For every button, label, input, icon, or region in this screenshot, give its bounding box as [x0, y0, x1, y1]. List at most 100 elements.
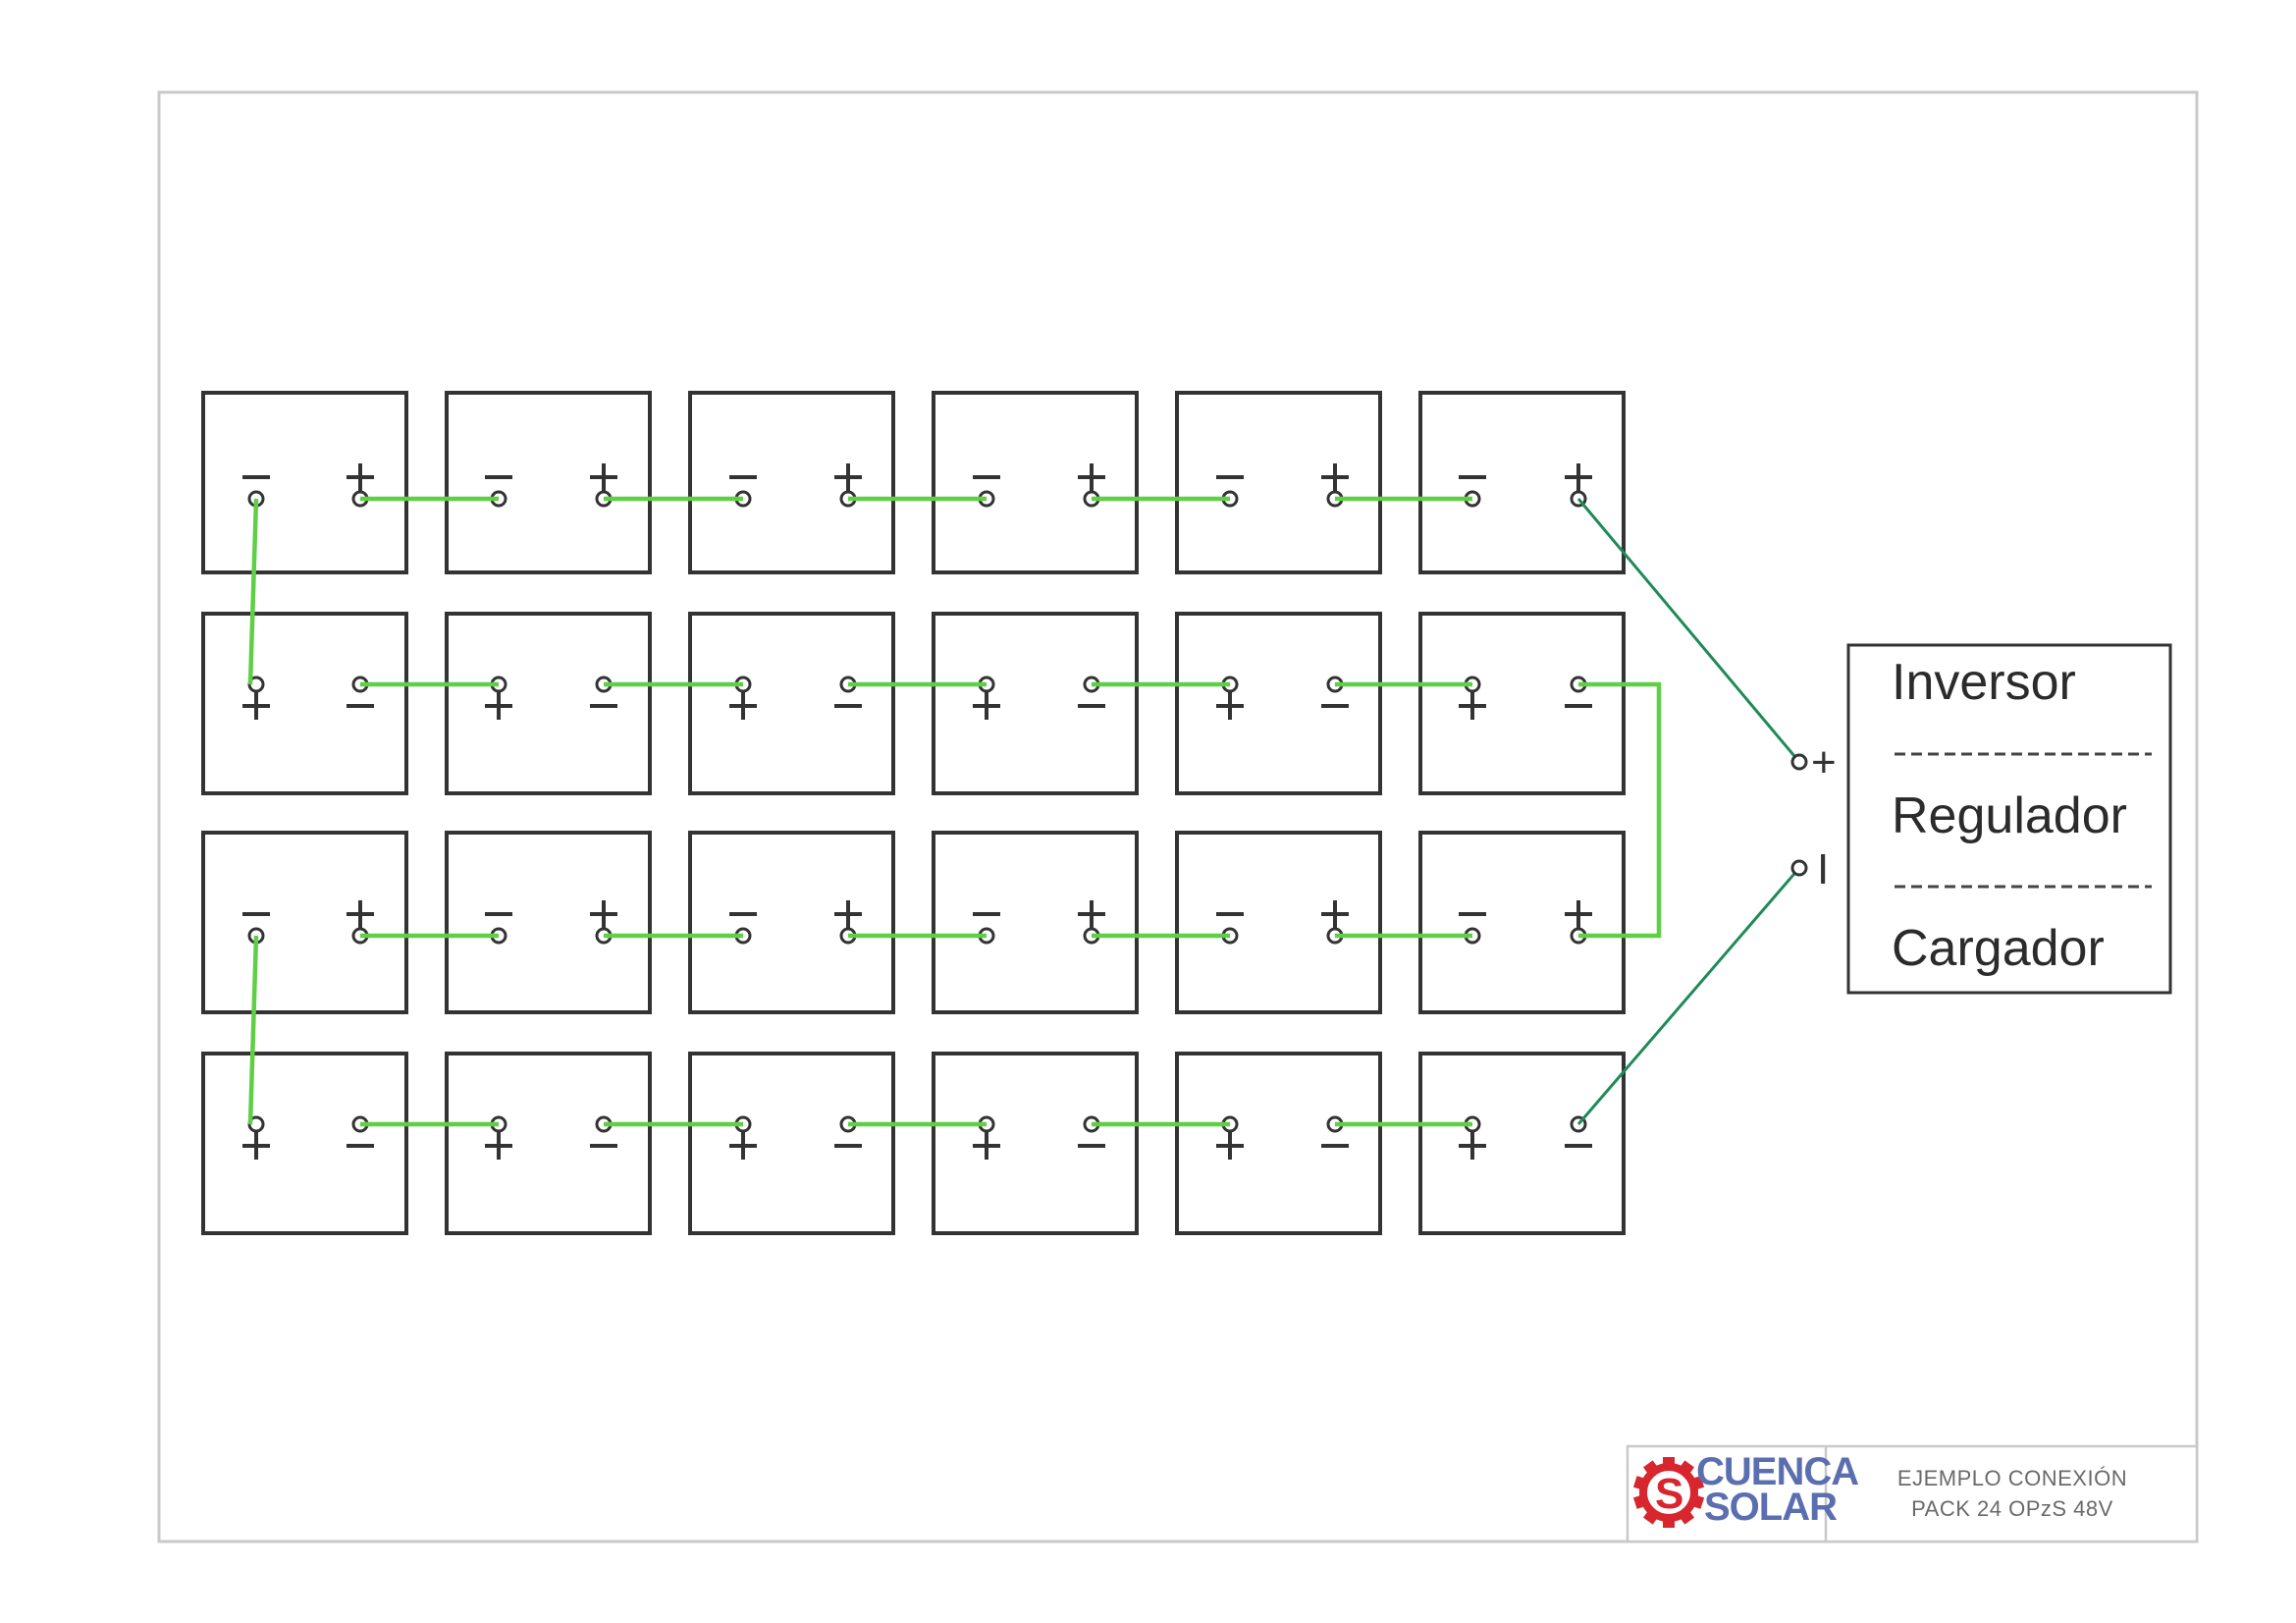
battery: [1175, 1052, 1382, 1235]
device-positive-terminal: [1790, 753, 1808, 771]
battery-outline: [688, 391, 895, 574]
battery-outline: [445, 391, 652, 574]
positive-sign: [485, 1132, 512, 1160]
battery: [932, 831, 1139, 1014]
positive-sign: [729, 692, 757, 720]
row-link: [247, 935, 259, 1125]
title-block-frame: [1626, 1444, 2199, 1543]
battery-outline: [1175, 391, 1382, 574]
positive-sign: [485, 692, 512, 720]
battery-outline: [932, 612, 1139, 795]
battery-outline: [932, 1052, 1139, 1235]
battery-outline: [1175, 831, 1382, 1014]
device-label-cargador: Cargador: [1892, 920, 2105, 977]
device-negative-terminal: [1790, 859, 1808, 877]
battery: [201, 391, 408, 574]
battery-bank: [201, 391, 1626, 1235]
positive-sign: [590, 900, 617, 928]
battery: [201, 612, 408, 795]
battery-outline: [201, 391, 408, 574]
battery: [201, 831, 408, 1014]
title-line-1: EJEMPLO CONEXIÓN: [1897, 1466, 2127, 1490]
device-label-regulador: Regulador: [1892, 787, 2127, 844]
battery: [445, 391, 652, 574]
battery-outline: [1418, 1052, 1626, 1235]
positive-terminal: [247, 1115, 265, 1133]
positive-sign: [347, 900, 374, 928]
positive-sign: [1565, 463, 1592, 491]
battery-outline: [201, 831, 408, 1014]
positive-sign: [1459, 1132, 1486, 1160]
battery-outline: [445, 1052, 652, 1235]
battery: [1175, 831, 1382, 1014]
positive-sign: [1321, 900, 1349, 928]
battery: [445, 612, 652, 795]
gear-icon: S: [1632, 1457, 1705, 1528]
positive-sign: [1216, 692, 1244, 720]
positive-sign: [1321, 463, 1349, 491]
series-wiring: [247, 496, 1801, 1127]
battery-outline: [201, 1052, 408, 1235]
positive-sign: [242, 692, 270, 720]
positive-sign: [1078, 900, 1105, 928]
positive-sign: [347, 463, 374, 491]
battery: [688, 1052, 895, 1235]
positive-sign: [973, 692, 1000, 720]
row-link: [247, 498, 259, 685]
battery: [1418, 391, 1626, 574]
logo-text-solar: SOLAR: [1704, 1486, 1838, 1529]
battery-outline: [445, 831, 652, 1014]
positive-sign: [1459, 692, 1486, 720]
positive-terminal: [247, 676, 265, 693]
positive-sign: [834, 900, 862, 928]
logo: S CUENCA SOLAR: [1632, 1450, 1859, 1529]
device-positive-sign: +: [1811, 738, 1837, 786]
battery: [445, 1052, 652, 1235]
row-link: [1578, 681, 1662, 939]
battery: [1175, 391, 1382, 574]
battery-outline: [688, 1052, 895, 1235]
battery-outline: [932, 391, 1139, 574]
battery: [201, 1052, 408, 1235]
battery: [688, 612, 895, 795]
battery: [445, 831, 652, 1014]
drawing-frame: [157, 90, 2199, 1543]
battery: [688, 831, 895, 1014]
positive-sign: [590, 463, 617, 491]
battery: [1418, 831, 1626, 1014]
battery-outline: [932, 831, 1139, 1014]
battery-outline: [1418, 391, 1626, 574]
title-block: S CUENCA SOLAR EJEMPLO CONEXIÓN PACK 24 …: [1626, 1444, 2199, 1543]
battery: [932, 612, 1139, 795]
positive-sign: [242, 1132, 270, 1160]
battery: [688, 391, 895, 574]
positive-lead: [1576, 498, 1801, 763]
battery: [932, 1052, 1139, 1235]
battery-outline: [201, 612, 408, 795]
logo-text-cuenca: CUENCA: [1696, 1450, 1858, 1493]
battery-outline: [1175, 612, 1382, 795]
device-negative-sign: I: [1817, 845, 1829, 893]
positive-sign: [1078, 463, 1105, 491]
battery-outline: [1418, 831, 1626, 1014]
battery: [932, 391, 1139, 574]
battery: [1175, 612, 1382, 795]
device-box: Inversor Regulador Cargador: [1846, 643, 2172, 995]
battery: [1418, 612, 1626, 795]
battery-outline: [1175, 1052, 1382, 1235]
positive-sign: [729, 1132, 757, 1160]
negative-lead: [1576, 867, 1801, 1125]
battery-outline: [1418, 612, 1626, 795]
device-box-outline: [1846, 643, 2172, 995]
svg-text:S: S: [1655, 1470, 1683, 1518]
title-line-2: PACK 24 OPzS 48V: [1911, 1496, 2113, 1521]
battery-outline: [688, 612, 895, 795]
battery-outline: [445, 612, 652, 795]
device-label-inversor: Inversor: [1892, 654, 2076, 711]
positive-sign: [834, 463, 862, 491]
positive-sign: [973, 1132, 1000, 1160]
device-terminals: + I: [1790, 738, 1837, 893]
battery: [1418, 1052, 1626, 1235]
positive-sign: [1565, 900, 1592, 928]
